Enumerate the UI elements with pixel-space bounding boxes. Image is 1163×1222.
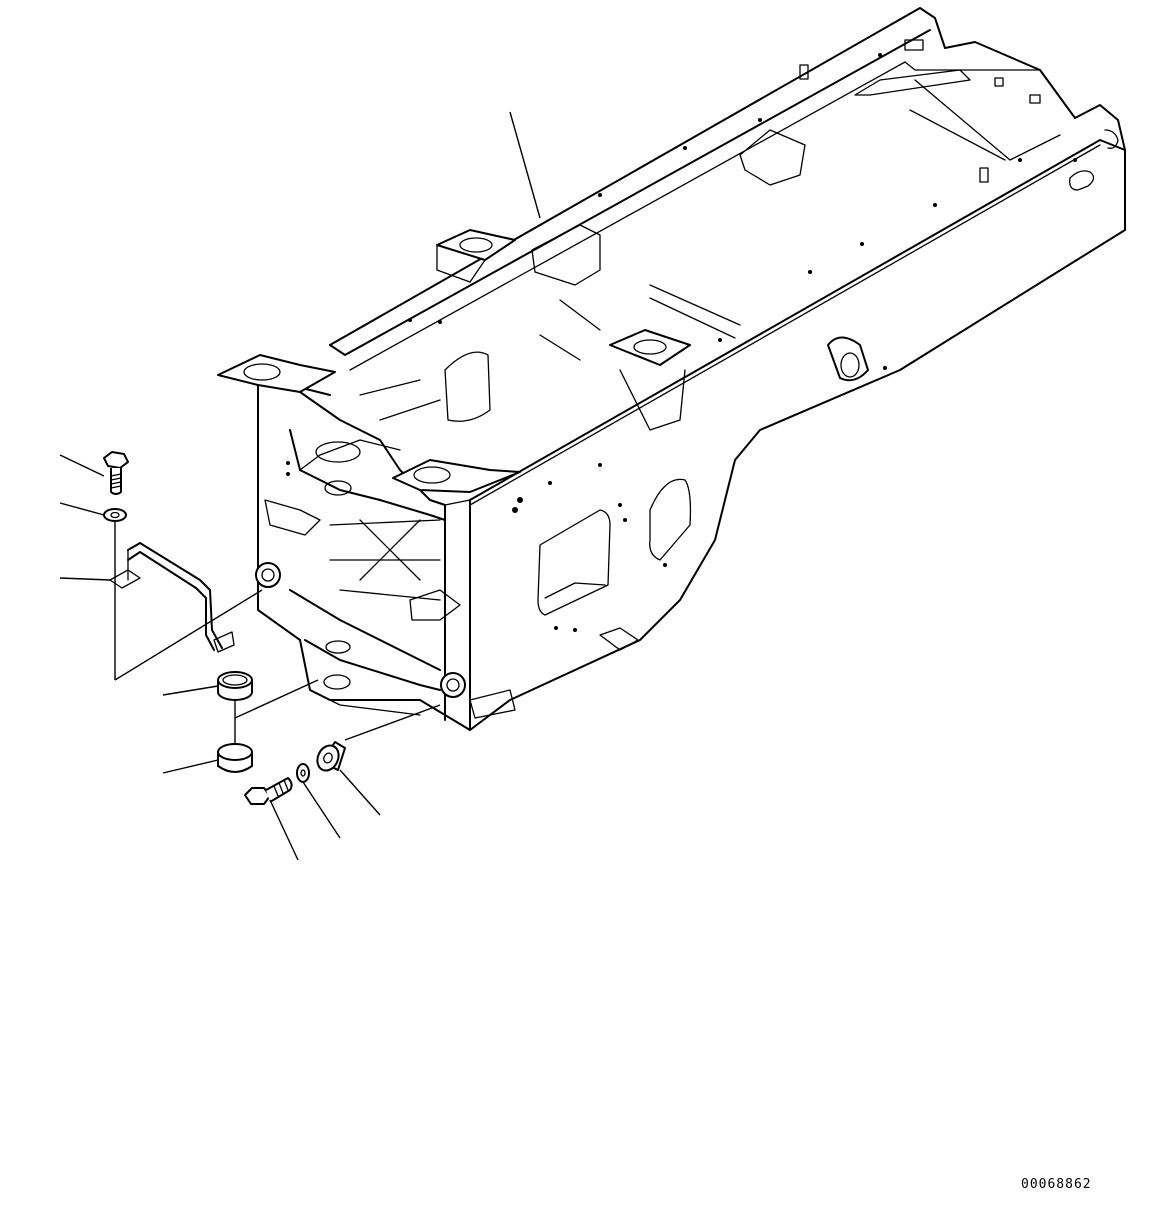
mount-pad bbox=[217, 354, 336, 393]
washer-lower bbox=[296, 763, 310, 783]
cap bbox=[217, 743, 253, 773]
mount-pad bbox=[392, 459, 521, 493]
bolt-lower bbox=[244, 777, 293, 805]
mount-pad bbox=[609, 329, 691, 431]
fastener-dots bbox=[286, 53, 1077, 632]
bracket bbox=[109, 542, 235, 653]
spacer bbox=[316, 741, 346, 772]
leader-lines bbox=[59, 111, 541, 861]
drawing-number: 00068862 bbox=[1021, 1177, 1092, 1192]
washer-upper bbox=[103, 508, 127, 522]
mount-pad bbox=[436, 229, 516, 283]
bushing bbox=[217, 671, 253, 701]
main-frame bbox=[217, 7, 1126, 731]
bolt-upper bbox=[103, 451, 129, 495]
